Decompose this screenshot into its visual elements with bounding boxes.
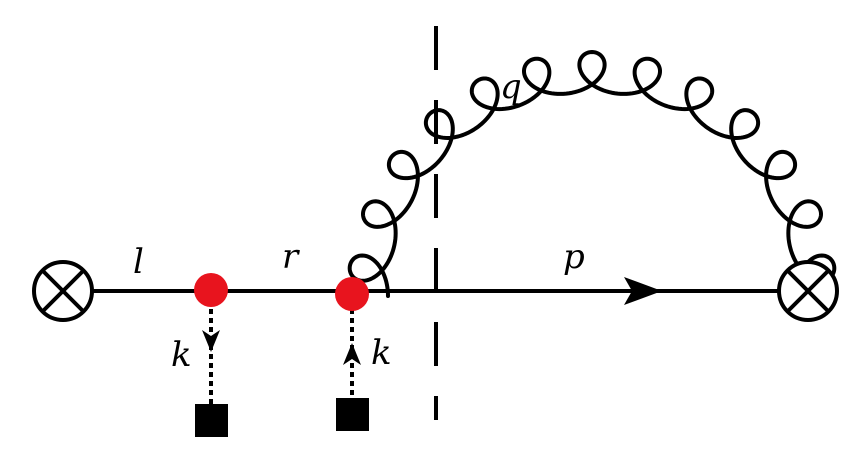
vertex-right: [335, 277, 369, 311]
momentum-arrow-k-left: [202, 330, 220, 352]
operator-insertion-left: [32, 260, 94, 322]
label-p: p: [563, 237, 585, 277]
label-k-left: k: [171, 335, 192, 375]
label-l: l: [133, 242, 144, 282]
label-q: q: [500, 67, 522, 107]
momentum-arrow-p: [624, 277, 662, 305]
momentum-arrow-k-right: [343, 343, 361, 365]
label-r: r: [282, 237, 300, 277]
label-k-right: k: [371, 333, 392, 373]
operator-insertion-right: [777, 260, 839, 322]
vertex-left: [194, 273, 228, 307]
external-source-right: [336, 398, 369, 431]
external-source-left: [195, 404, 228, 437]
gluon-propagator: [347, 50, 837, 298]
